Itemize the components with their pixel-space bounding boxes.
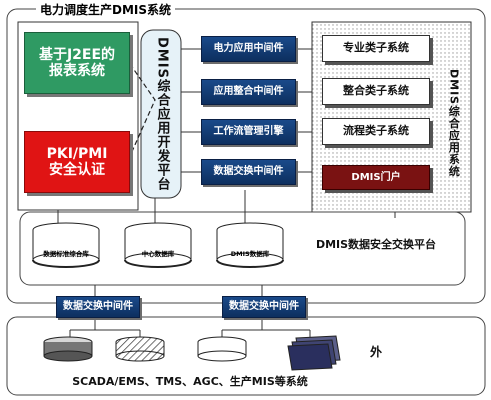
external-disk-hatched [115,336,165,362]
external-disk-white [197,336,247,362]
database-cylinder-2 [124,222,192,268]
dev-platform-label: DMIS综合应用开发平台 [154,37,170,191]
dmis-portal: DMIS门户 [322,165,430,190]
report-system-label: 基于J2EE的报表系统 [38,46,116,79]
exchange-platform-label: DMIS数据安全交换平台 [315,237,437,251]
database-label-central: 中心数据库 [141,250,175,259]
process-subsystem: 流程类子系统 [322,118,430,145]
bottom-middleware-left: 数据交换中间件 [56,296,140,318]
professional-subsystem: 专业类子系统 [322,35,430,62]
dev-platform-capsule [140,29,182,199]
report-system-box: 基于J2EE的报表系统 [24,32,130,94]
database-label-standard: 数据标准综合库 [43,250,89,259]
platform-middleware-connectors [181,48,201,173]
middleware-app-connectors [296,48,312,173]
workflow-engine: 工作流管理引擎 [201,119,296,145]
middleware-power-app: 电力应用中间件 [201,36,296,62]
external-disk-gray [43,336,93,362]
dashed-connector [129,63,156,157]
app-system-label: DMIS综合应用系统 [447,68,461,178]
database-cylinder-3 [216,222,284,268]
external-document-stack-icon [287,335,341,371]
middleware-data-exchange-top: 数据交换中间件 [201,159,296,185]
middleware-app-integration: 应用整合中间件 [201,79,296,105]
pki-security-box: PKI/PMI安全认证 [24,131,130,193]
database-label-dmis: DMIS数据库 [230,250,270,259]
external-systems-caption: SCADA/EMS、TMS、AGC、生产MIS等系统 [72,374,308,388]
database-cylinder-1 [32,222,100,268]
integration-subsystem: 整合类子系统 [322,78,430,105]
bottom-middleware-right: 数据交换中间件 [222,296,306,318]
upper-to-exchange-connectors [57,190,396,224]
pki-security-label: PKI/PMI安全认证 [46,145,108,178]
external-label: 外 [369,345,382,360]
diagram-title: 电力调度生产DMIS系统 [36,1,176,18]
